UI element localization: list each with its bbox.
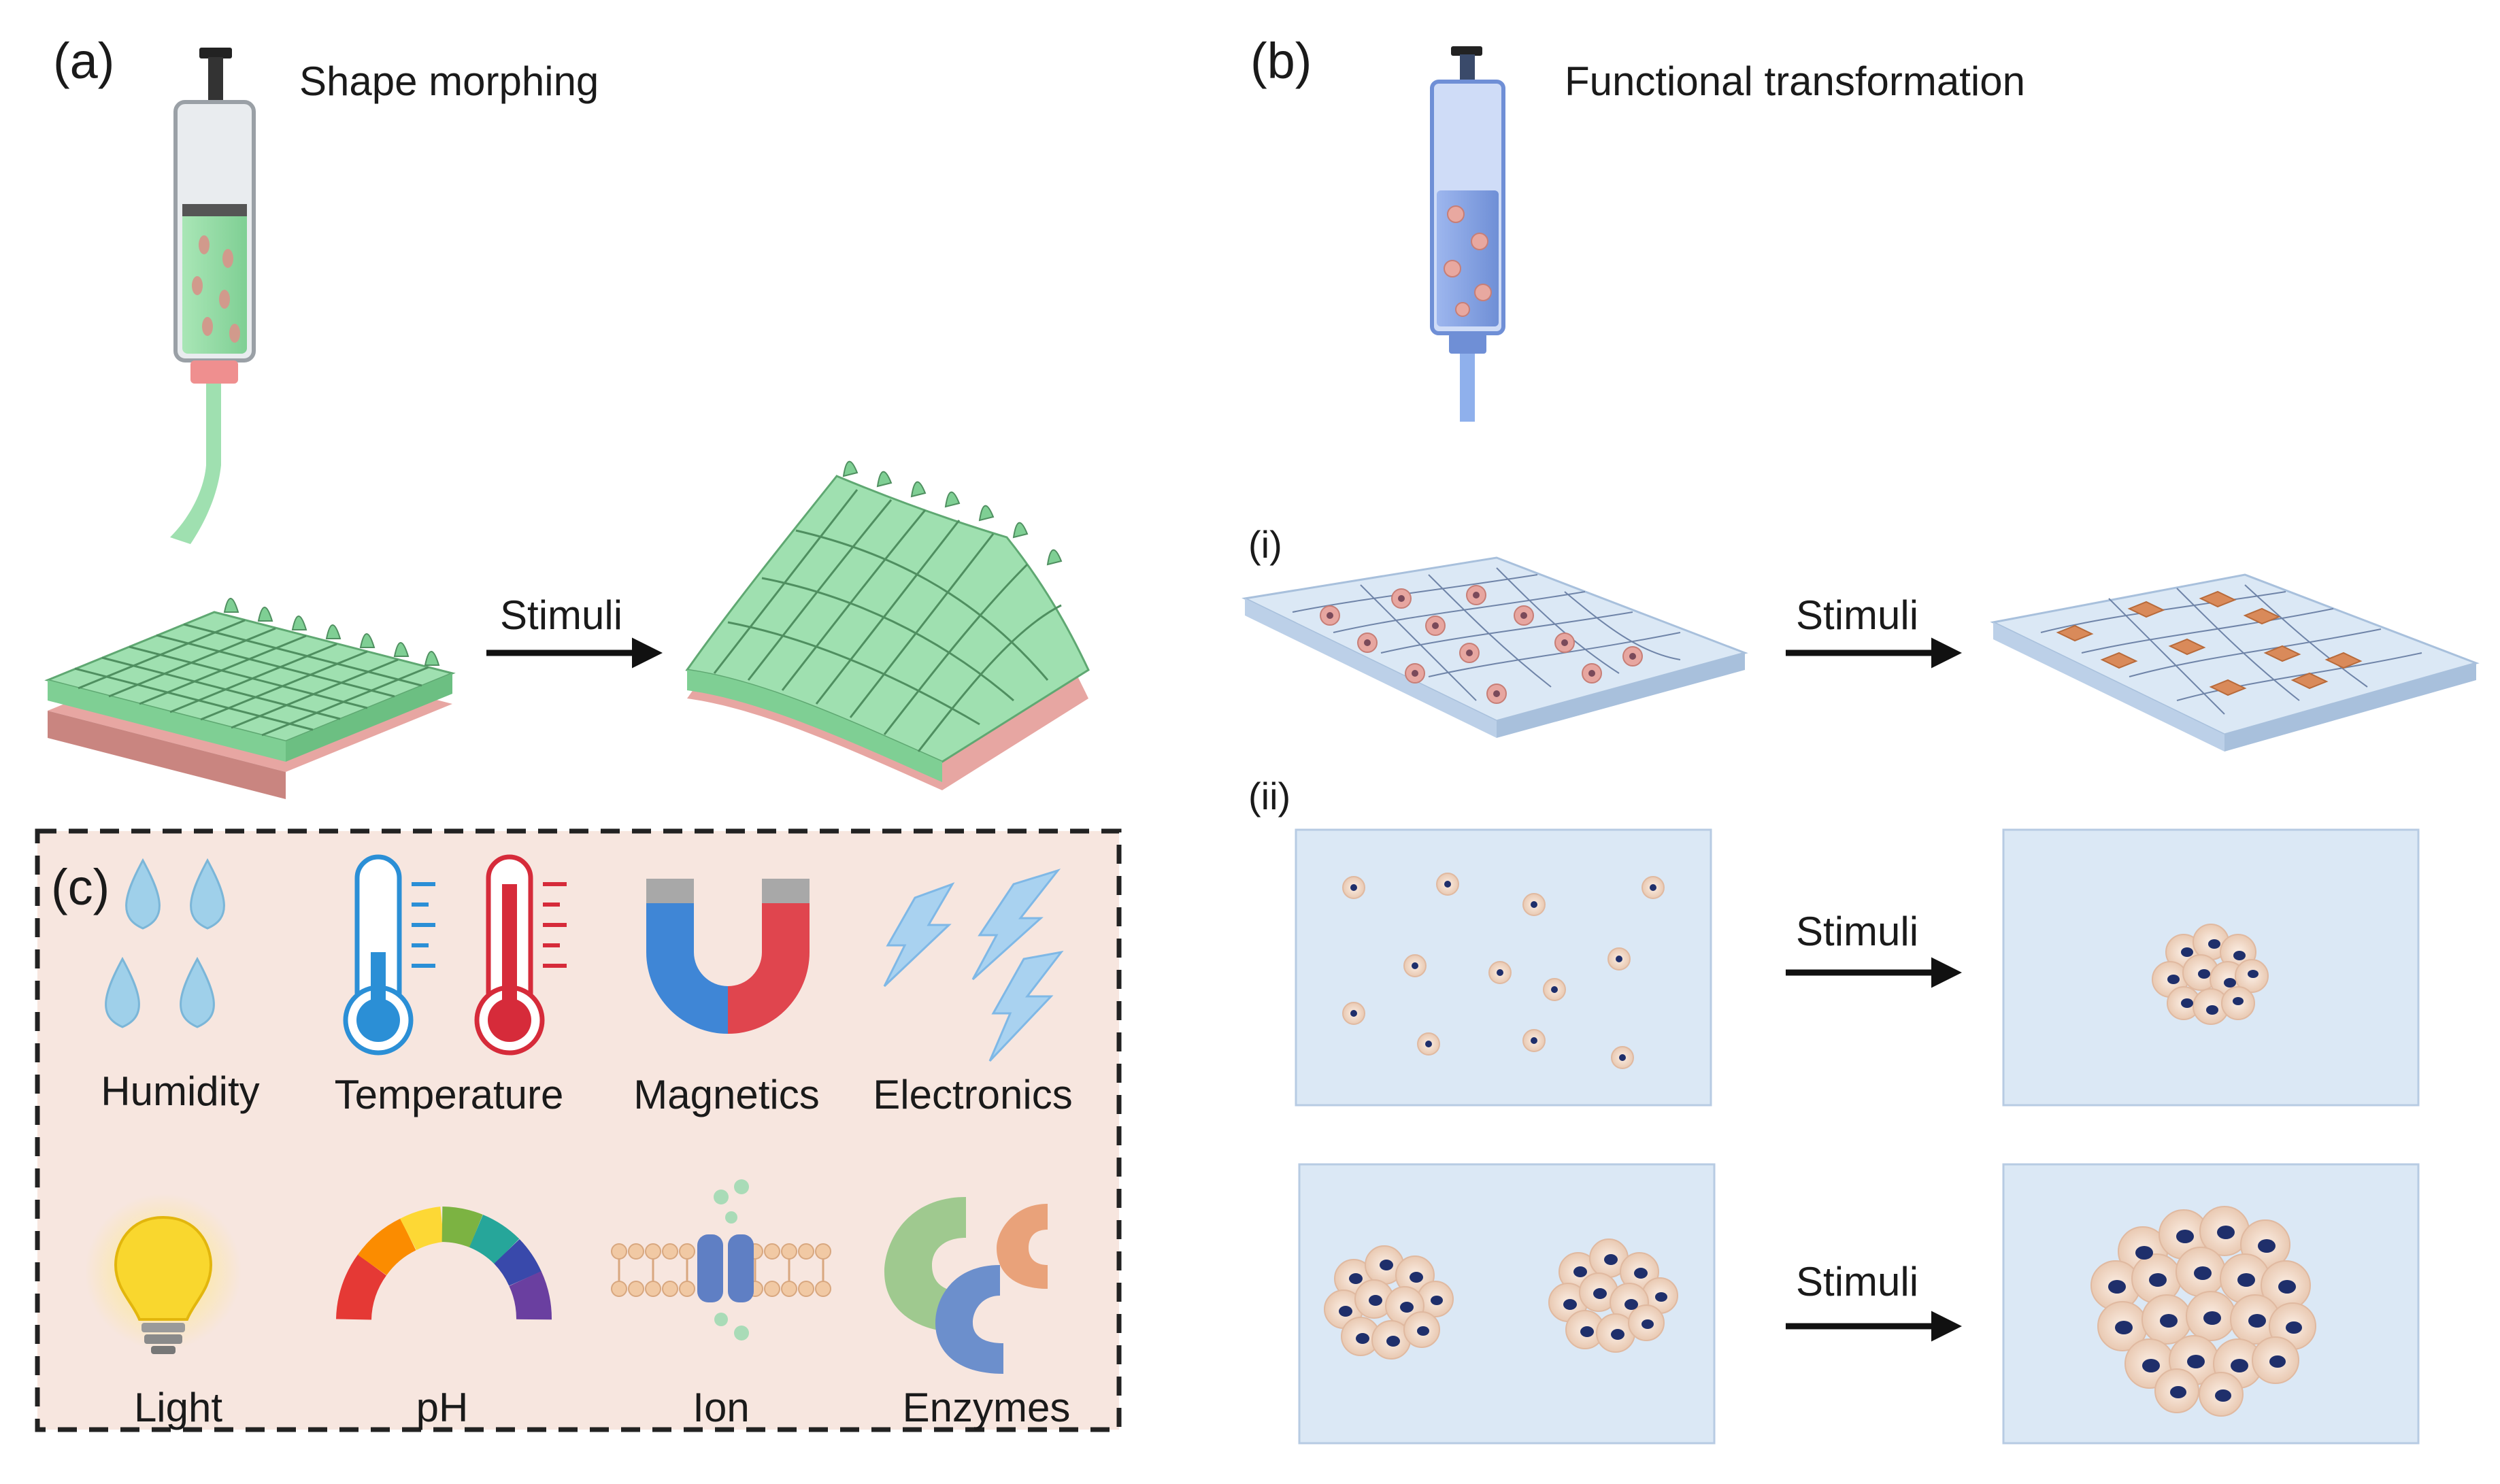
stimulus-label-ion: Ion <box>693 1385 749 1430</box>
panel-b-label: (b) <box>1250 33 1312 89</box>
panel-b: (b) Functional transformation (i) <box>1241 33 2480 1445</box>
panel-b-title: Functional transformation <box>1565 58 2025 104</box>
stimulus-label-temperature: Temperature <box>335 1072 564 1117</box>
thermometer-icon <box>343 854 567 1056</box>
syringe-blue-icon <box>1430 46 1505 422</box>
ph-scale-arc-icon <box>336 1207 552 1321</box>
curved-scaffold <box>685 460 1090 790</box>
lightning-bolt-icon <box>883 869 1064 1062</box>
panel-a-title: Shape morphing <box>299 58 599 104</box>
stimulus-label-magnetics: Magnetics <box>633 1072 819 1117</box>
syringe-green-icon <box>170 48 256 544</box>
panel-a: (a) Shape morphing <box>44 33 1090 799</box>
stimulus-label-humidity: Humidity <box>101 1068 259 1114</box>
hydrogel-sheet-spherical-cells <box>1241 556 1748 738</box>
panel-b-ii-stimuli-label-top: Stimuli <box>1796 909 1918 954</box>
stimulus-label-light: Light <box>134 1385 222 1430</box>
fused-spheroid-box <box>2002 1163 2420 1445</box>
panel-c-label: (c) <box>51 859 110 915</box>
hydrogel-sheet-spread-cells <box>1990 573 2480 752</box>
two-spheroids-box <box>1298 1163 1716 1445</box>
small-spheroid-box <box>2002 828 2420 1107</box>
water-drops-icon <box>105 858 225 1028</box>
enzyme-icon <box>884 1197 1048 1374</box>
panel-a-label: (a) <box>53 33 114 89</box>
stimulus-label-electronics: Electronics <box>873 1072 1072 1117</box>
dispersed-cells-box <box>1295 828 1712 1107</box>
stimulus-label-ph: pH <box>416 1385 469 1430</box>
panel-a-stimuli-label: Stimuli <box>500 592 622 638</box>
panel-c: (c) Humidity <box>35 828 1122 1432</box>
panel-b-i-stimuli-label: Stimuli <box>1796 592 1918 638</box>
flat-scaffold <box>44 598 456 799</box>
light-bulb-icon <box>85 1194 241 1354</box>
horseshoe-magnet-icon <box>646 879 810 1034</box>
ion-channel-icon <box>611 1179 831 1340</box>
panel-b-i-label: (i) <box>1248 523 1282 566</box>
panel-b-ii-label: (ii) <box>1248 775 1290 817</box>
stimulus-label-enzymes: Enzymes <box>903 1385 1071 1430</box>
panel-b-ii-stimuli-label-bottom: Stimuli <box>1796 1259 1918 1304</box>
